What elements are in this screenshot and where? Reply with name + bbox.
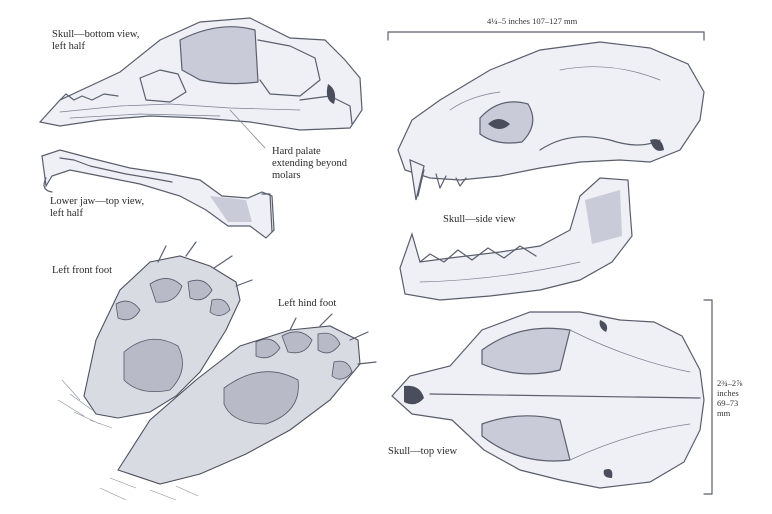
- skull-length-bracket: [387, 31, 705, 41]
- lower-jaw-label: Lower jaw—top view, left half: [50, 196, 145, 219]
- skull-width-measurement: 2¾–2⅞ inches 69–73 mm: [717, 378, 767, 418]
- front-foot-label: Left front foot: [52, 265, 113, 276]
- lower-jaw-top-view-drawing: [41, 149, 275, 239]
- skull-side-view-label: Skull—side view: [443, 214, 516, 225]
- hard-palate-label: Hard palate extending beyond molars: [272, 146, 347, 181]
- skull-width-bracket: [703, 299, 713, 495]
- skull-top-view-label: Skull—top view: [388, 446, 458, 457]
- skull-side-view-drawing: [397, 41, 705, 301]
- hind-foot-label: Left hind foot: [278, 298, 337, 309]
- skull-bottom-view-label: Skull—bottom view, left half: [52, 29, 140, 52]
- skull-bottom-view-drawing: [38, 17, 363, 149]
- skull-length-measurement: 4¼–5 inches 107–127 mm: [484, 16, 650, 26]
- skull-top-view-drawing: [391, 311, 705, 489]
- front-foot-drawing: [57, 241, 253, 429]
- hind-foot-drawing: [99, 313, 377, 501]
